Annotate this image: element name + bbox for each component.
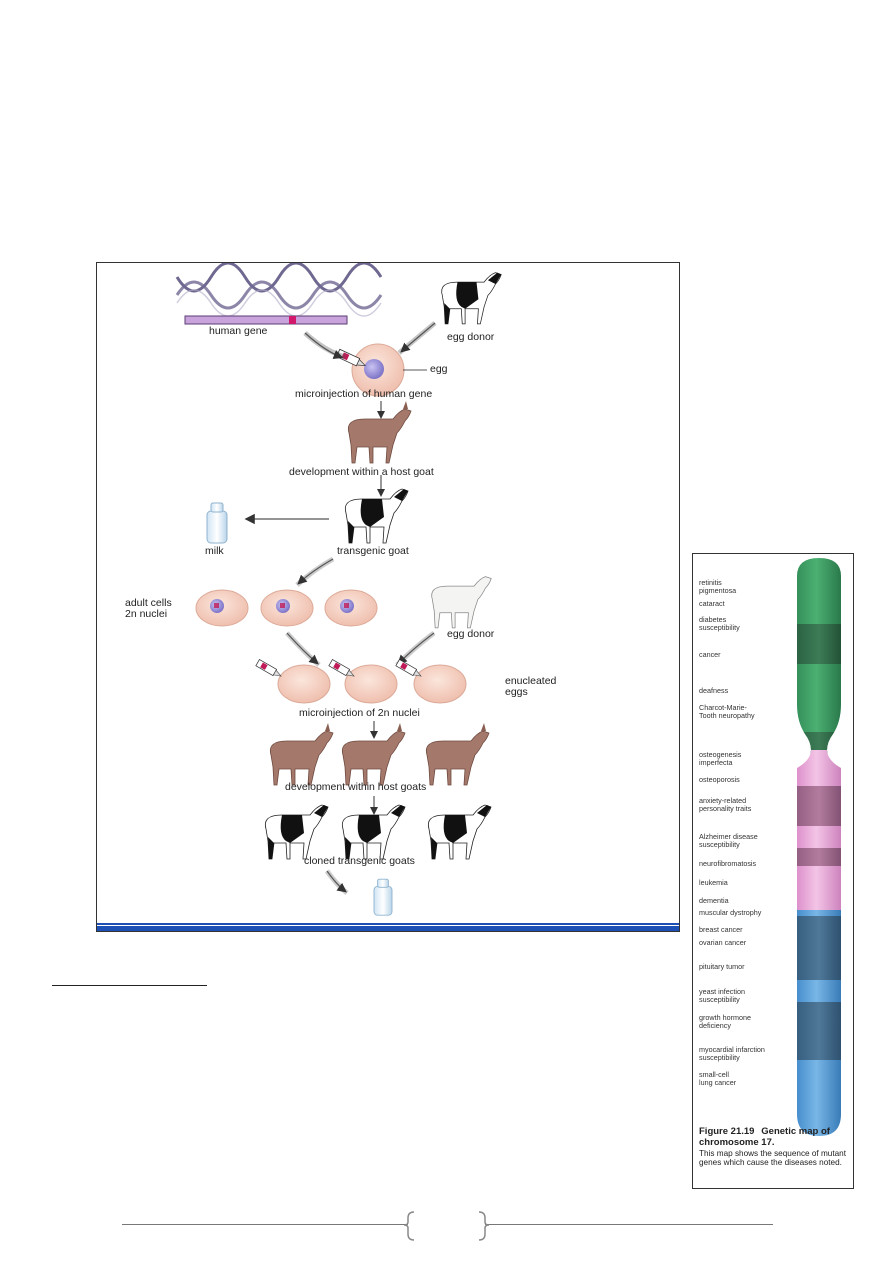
- label-egg-donor-1: egg donor: [447, 331, 495, 343]
- host-goat-3: [425, 722, 490, 786]
- micro-needle-2: [255, 659, 284, 680]
- cloned-goat-2: [341, 804, 406, 860]
- gene-label: myocardial infarction susceptibility: [699, 1045, 765, 1062]
- caption-text: This map shows the sequence of mutant ge…: [699, 1148, 846, 1168]
- label-transgenic-goat: transgenic goat: [337, 545, 409, 557]
- label-egg-donor-2: egg donor: [447, 628, 495, 640]
- host-goat-1: [269, 722, 334, 786]
- footnote-rule: [52, 985, 207, 986]
- label-milk: milk: [205, 545, 224, 557]
- gene-label: osteogenesis imperfecta: [699, 750, 742, 767]
- cloned-goat-3: [427, 804, 492, 860]
- gene-label: diabetes susceptibility: [699, 615, 740, 632]
- gene-label: cancer: [699, 650, 721, 659]
- label-cloned-transgenic-goats: cloned transgenic goats: [304, 855, 415, 867]
- gene-label: breast cancer: [699, 925, 743, 934]
- label-development-host-goat: development within a host goat: [289, 466, 434, 478]
- gene-label: dementia: [699, 896, 729, 905]
- footer-line-left: [122, 1224, 408, 1225]
- gene-label: muscular dystrophy: [699, 908, 762, 917]
- caption-number: Figure 21.19: [699, 1126, 755, 1137]
- cloned-goat-1: [264, 804, 329, 860]
- footer-line-right: [485, 1224, 773, 1225]
- enucleated-eggs: [277, 664, 467, 704]
- caption-title: Genetic map of chromosome 17.: [699, 1126, 830, 1148]
- frame-bottom-bar: [97, 922, 679, 931]
- chromosome-17-map: retinitis pigmentosa cataract diabetes s…: [692, 553, 854, 1189]
- figure-caption: Figure 21.19 Genetic map of chromosome 1…: [699, 1126, 849, 1168]
- host-goat: [347, 400, 412, 464]
- gene-label: neurofibromatosis: [699, 859, 757, 868]
- milk-bottle-2: [373, 878, 393, 916]
- gene-label: deafness: [699, 686, 729, 695]
- adult-cells: [195, 589, 378, 627]
- label-microinjection-human-gene: microinjection of human gene: [295, 388, 433, 400]
- gene-label: leukemia: [699, 878, 728, 887]
- label-development-host-goats: development within host goats: [285, 781, 427, 793]
- egg-donor-goat-1: [441, 272, 502, 325]
- label-egg: egg: [430, 363, 448, 375]
- gene-label: growth hormone deficiency: [699, 1013, 751, 1030]
- human-gene-bar: [184, 315, 348, 325]
- transgenic-goat-diagram: human gene egg donor egg microinjection …: [96, 262, 680, 932]
- transgenic-goat: [344, 488, 409, 544]
- gene-label: Charcot-Marie- Tooth neuropathy: [699, 703, 755, 720]
- milk-bottle: [206, 502, 228, 544]
- egg-donor-goat-2: [431, 576, 492, 629]
- gene-label: osteoporosis: [699, 775, 740, 784]
- label-adult-cells: adult cells 2n nuclei: [125, 597, 172, 621]
- chromosome-artwork: [797, 558, 841, 1136]
- gene-label: ovarian cancer: [699, 938, 747, 947]
- label-human-gene: human gene: [209, 325, 268, 337]
- gene-label: yeast infection susceptibility: [699, 987, 745, 1004]
- gene-label: anxiety-related personality traits: [699, 796, 752, 813]
- label-microinjection-2n: microinjection of 2n nuclei: [299, 707, 420, 719]
- gene-label: pituitary tumor: [699, 962, 745, 971]
- diagram-artwork: [175, 263, 502, 916]
- gene-label: Alzheimer disease susceptibility: [699, 832, 758, 849]
- label-enucleated-eggs: enucleated eggs: [505, 675, 557, 699]
- gene-label: cataract: [699, 599, 725, 608]
- gene-label: retinitis pigmentosa: [699, 578, 737, 595]
- gene-label: small-cell lung cancer: [699, 1070, 737, 1087]
- egg-cell: [351, 343, 427, 397]
- dna-helix: [175, 263, 383, 317]
